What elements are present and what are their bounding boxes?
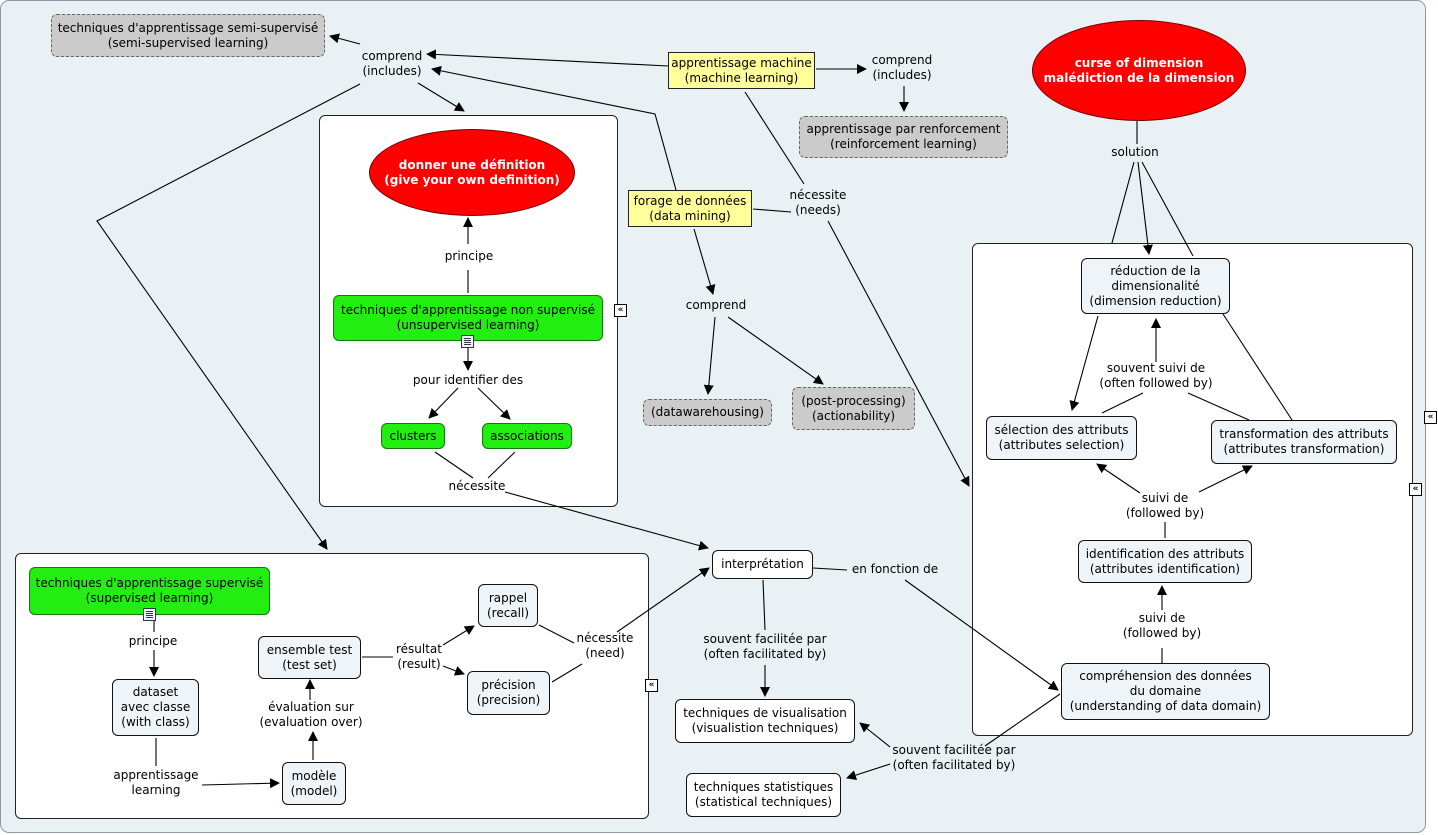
link-comprend-includes: comprend (includes) — [871, 53, 933, 82]
link-pour-identifier: pour identifier des — [412, 373, 524, 387]
link-souvent-suivi: souvent suivi de (often followed by) — [1099, 361, 1213, 390]
link-suivi-de: suivi de (followed by) — [1125, 491, 1205, 520]
document-icon[interactable] — [461, 335, 474, 348]
test-set-node[interactable]: ensemble test (test set) — [258, 636, 361, 679]
unsupervised-learning-node[interactable]: techniques d'apprentissage non supervisé… — [333, 295, 603, 341]
link-apprentissage-learning: apprentissage learning — [113, 768, 199, 797]
semi-supervised-node[interactable]: techniques d'apprentissage semi-supervis… — [51, 14, 325, 57]
statistical-techniques-node[interactable]: techniques statistiques (statistical tec… — [686, 773, 841, 817]
link-evaluation-over: évaluation sur (evaluation over) — [259, 700, 363, 729]
clusters-node[interactable]: clusters — [381, 423, 445, 449]
link-principe: principe — [444, 249, 494, 263]
machine-learning-node[interactable]: apprentissage machine (machine learning) — [668, 52, 815, 89]
document-icon[interactable] — [143, 608, 156, 621]
data-domain-understanding-node[interactable]: compréhension des données du domaine (un… — [1061, 663, 1270, 720]
dimension-group-frame — [972, 243, 1413, 736]
link-resultat: résultat (result) — [395, 642, 442, 671]
attributes-transformation-node[interactable]: transformation des attributs (attributes… — [1211, 420, 1397, 464]
visualisation-techniques-node[interactable]: techniques de visualisation (visualistio… — [675, 699, 855, 743]
post-processing-node[interactable]: (post-processing) (actionability) — [792, 387, 915, 430]
reinforcement-learning-node[interactable]: apprentissage par renforcement (reinforc… — [799, 116, 1008, 158]
collapse-icon[interactable]: « — [1409, 483, 1422, 496]
recall-node[interactable]: rappel (recall) — [478, 584, 538, 627]
data-mining-node[interactable]: forage de données (data mining) — [628, 190, 752, 227]
link-comprend-includes: comprend (includes) — [361, 49, 423, 78]
collapse-icon[interactable]: « — [1424, 411, 1437, 424]
precision-node[interactable]: précision (precision) — [467, 671, 550, 715]
link-comprend: comprend — [685, 298, 747, 312]
link-necessite: nécessite — [448, 479, 506, 493]
curse-of-dimension-node[interactable]: curse of dimension malédiction de la dim… — [1032, 20, 1246, 121]
attributes-identification-node[interactable]: identification des attributs (attributes… — [1078, 540, 1252, 583]
link-necessite-needs: nécessite (needs) — [789, 188, 847, 217]
link-principe: principe — [128, 634, 178, 648]
link-often-facilitated: souvent facilitée par (often facilitated… — [703, 632, 827, 661]
model-node[interactable]: modèle (model) — [282, 762, 346, 805]
datawarehousing-node[interactable]: (datawarehousing) — [643, 399, 772, 426]
interpretation-node[interactable]: interprétation — [712, 550, 813, 579]
link-necessite-need: nécessite (need) — [576, 631, 634, 660]
associations-node[interactable]: associations — [482, 423, 572, 449]
dimension-reduction-node[interactable]: réduction de la dimensionalité (dimensio… — [1081, 258, 1230, 314]
collapse-icon[interactable]: « — [614, 304, 627, 317]
collapse-icon[interactable]: « — [645, 679, 658, 692]
link-en-fonction-de: en fonction de — [851, 562, 939, 576]
link-solution: solution — [1111, 145, 1159, 159]
attributes-selection-node[interactable]: sélection des attributs (attributes sele… — [986, 416, 1137, 460]
give-definition-node[interactable]: donner une définition (give your own def… — [369, 129, 575, 216]
supervised-learning-node[interactable]: techniques d'apprentissage supervisé (su… — [29, 567, 270, 615]
link-often-facilitated: souvent facilitée par (often facilitated… — [892, 743, 1016, 772]
link-suivi-de: suivi de (followed by) — [1122, 611, 1202, 640]
dataset-node[interactable]: dataset avec classe (with class) — [112, 679, 199, 736]
